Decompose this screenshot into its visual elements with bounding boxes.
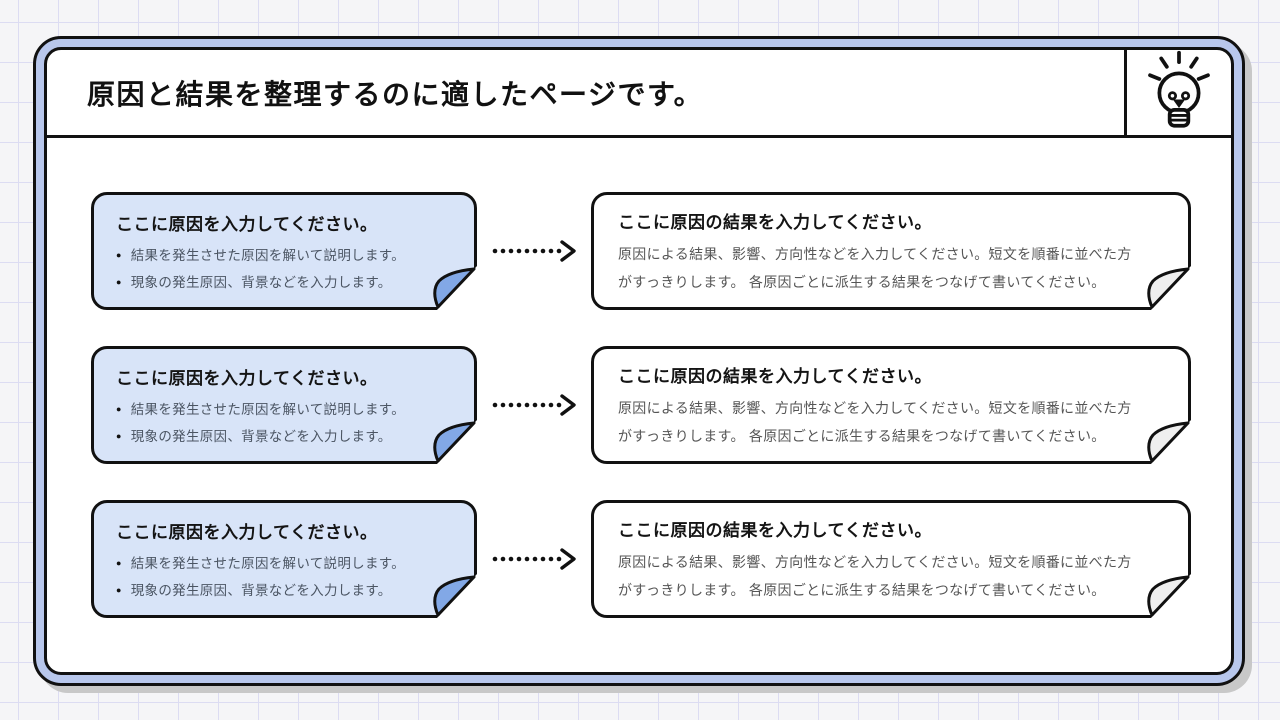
- cause-title: ここに原因を入力してください。: [116, 369, 378, 388]
- corner-fold-icon: [1147, 574, 1191, 618]
- effect-body-line: 原因による結果、影響、方向性などを入力してください。短文を順番に並べた方: [618, 246, 1132, 262]
- corner-fold-icon: [1147, 420, 1191, 464]
- bullet-icon: ●: [116, 404, 122, 414]
- cause-title: ここに原因を入力してください。: [116, 523, 378, 542]
- bullet-icon: ●: [116, 250, 122, 260]
- effect-body-line: がすっきりします。 各原因ごとに派生する結果をつなげて書いてください。: [618, 428, 1106, 444]
- bullet-text: 結果を発生させた原因を解いて説明します。: [130, 402, 405, 417]
- bullet-item: ● 結果を発生させた原因を解いて説明します。: [116, 550, 456, 577]
- effect-body: 原因による結果、影響、方向性などを入力してください。短文を順番に並べた方 がすっ…: [618, 548, 1166, 604]
- bullet-item: ● 現象の発生原因、背景などを入力します。: [116, 577, 456, 604]
- corner-fold-icon: [1147, 266, 1191, 310]
- slide-card: 原因と結果を整理するのに適したページです。: [44, 47, 1234, 675]
- cause-effect-list: ここに原因を入力してください。 ● 結果を発生させた原因を解いて説明します。 ●…: [47, 138, 1231, 672]
- slide-header: 原因と結果を整理するのに適したページです。: [47, 50, 1231, 138]
- bullet-text: 結果を発生させた原因を解いて説明します。: [130, 248, 405, 263]
- dotted-arrow-right-icon: [492, 240, 576, 262]
- bullet-icon: ●: [116, 585, 122, 595]
- cause-effect-row: ここに原因を入力してください。 ● 結果を発生させた原因を解いて説明します。 ●…: [91, 192, 1191, 310]
- effect-box[interactable]: ここに原因の結果を入力してください。 原因による結果、影響、方向性などを入力して…: [591, 192, 1191, 310]
- dotted-arrow-right-icon: [492, 394, 576, 416]
- bullet-item: ● 現象の発生原因、背景などを入力します。: [116, 269, 456, 296]
- bullet-text: 結果を発生させた原因を解いて説明します。: [130, 556, 405, 571]
- cause-box[interactable]: ここに原因を入力してください。 ● 結果を発生させた原因を解いて説明します。 ●…: [91, 346, 477, 464]
- effect-title: ここに原因の結果を入力してください。: [618, 521, 932, 540]
- cause-effect-row: ここに原因を入力してください。 ● 結果を発生させた原因を解いて説明します。 ●…: [91, 346, 1191, 464]
- effect-body-line: 原因による結果、影響、方向性などを入力してください。短文を順番に並べた方: [618, 400, 1132, 416]
- bullet-icon: ●: [116, 431, 122, 441]
- bullet-item: ● 結果を発生させた原因を解いて説明します。: [116, 396, 456, 423]
- bullet-icon: ●: [116, 277, 122, 287]
- effect-box[interactable]: ここに原因の結果を入力してください。 原因による結果、影響、方向性などを入力して…: [591, 346, 1191, 464]
- cause-effect-row: ここに原因を入力してください。 ● 結果を発生させた原因を解いて説明します。 ●…: [91, 500, 1191, 618]
- effect-box[interactable]: ここに原因の結果を入力してください。 原因による結果、影響、方向性などを入力して…: [591, 500, 1191, 618]
- effect-body-line: がすっきりします。 各原因ごとに派生する結果をつなげて書いてください。: [618, 582, 1106, 598]
- cause-bullet-list: ● 結果を発生させた原因を解いて説明します。 ● 現象の発生原因、背景などを入力…: [116, 242, 456, 296]
- cause-bullet-list: ● 結果を発生させた原因を解いて説明します。 ● 現象の発生原因、背景などを入力…: [116, 396, 456, 450]
- effect-body: 原因による結果、影響、方向性などを入力してください。短文を順番に並べた方 がすっ…: [618, 394, 1166, 450]
- connector-area: [477, 392, 591, 418]
- dotted-arrow-right-icon: [492, 548, 576, 570]
- connector-area: [477, 546, 591, 572]
- corner-fold-icon: [433, 574, 477, 618]
- lightbulb-icon: [1148, 50, 1210, 128]
- bullet-icon: ●: [116, 558, 122, 568]
- cause-box[interactable]: ここに原因を入力してください。 ● 結果を発生させた原因を解いて説明します。 ●…: [91, 500, 477, 618]
- effect-title: ここに原因の結果を入力してください。: [618, 213, 932, 232]
- corner-fold-icon: [433, 266, 477, 310]
- page-title: 原因と結果を整理するのに適したページです。: [87, 78, 704, 110]
- title-area: 原因と結果を整理するのに適したページです。: [47, 50, 1124, 135]
- connector-area: [477, 238, 591, 264]
- bullet-text: 現象の発生原因、背景などを入力します。: [130, 275, 392, 290]
- header-icon-cell: [1124, 50, 1231, 135]
- effect-body-line: 原因による結果、影響、方向性などを入力してください。短文を順番に並べた方: [618, 554, 1132, 570]
- bullet-text: 現象の発生原因、背景などを入力します。: [130, 583, 392, 598]
- cause-title: ここに原因を入力してください。: [116, 215, 378, 234]
- effect-body-line: がすっきりします。 各原因ごとに派生する結果をつなげて書いてください。: [618, 274, 1106, 290]
- slide-frame: 原因と結果を整理するのに適したページです。: [33, 36, 1245, 686]
- bullet-item: ● 現象の発生原因、背景などを入力します。: [116, 423, 456, 450]
- cause-box[interactable]: ここに原因を入力してください。 ● 結果を発生させた原因を解いて説明します。 ●…: [91, 192, 477, 310]
- effect-body: 原因による結果、影響、方向性などを入力してください。短文を順番に並べた方 がすっ…: [618, 240, 1166, 296]
- corner-fold-icon: [433, 420, 477, 464]
- effect-title: ここに原因の結果を入力してください。: [618, 367, 932, 386]
- cause-bullet-list: ● 結果を発生させた原因を解いて説明します。 ● 現象の発生原因、背景などを入力…: [116, 550, 456, 604]
- bullet-text: 現象の発生原因、背景などを入力します。: [130, 429, 392, 444]
- bullet-item: ● 結果を発生させた原因を解いて説明します。: [116, 242, 456, 269]
